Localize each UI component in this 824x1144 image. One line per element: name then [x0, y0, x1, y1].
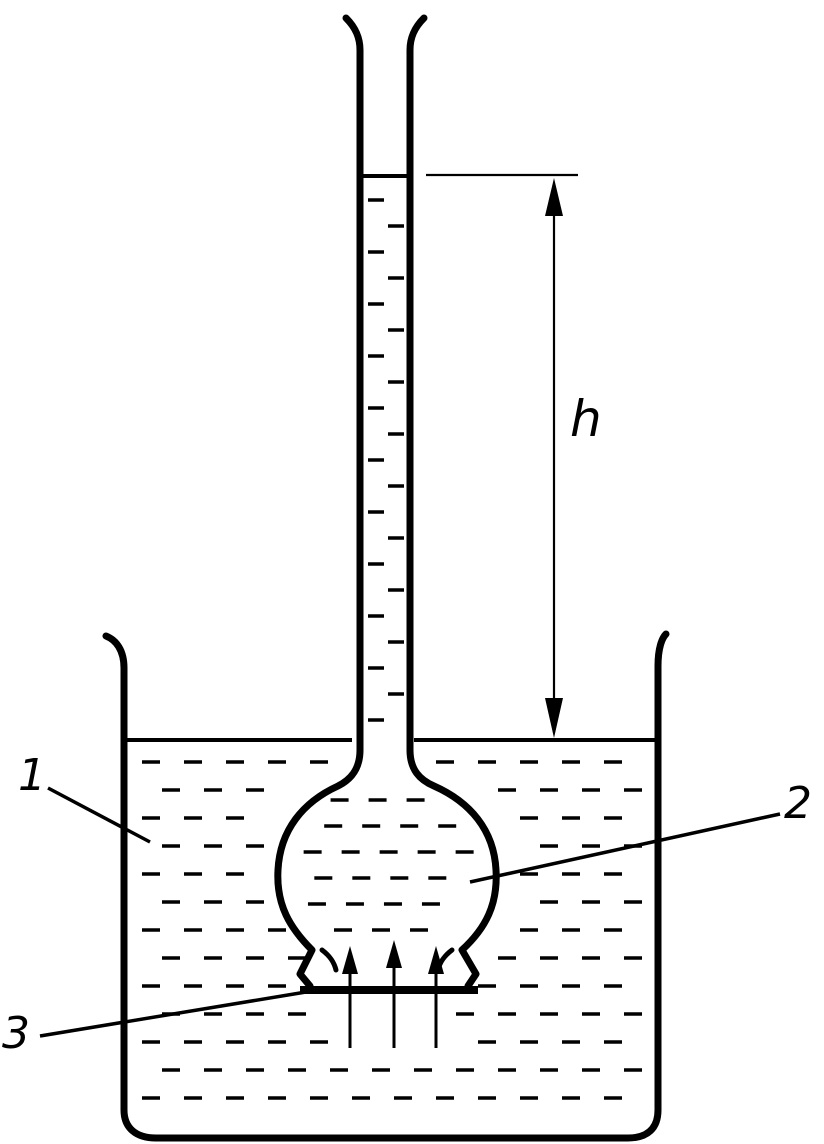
vessel — [102, 630, 670, 1142]
label-bulb: 2 — [784, 778, 812, 829]
height-dimension — [426, 173, 578, 738]
label-membrane: 3 — [2, 1008, 30, 1059]
bulb — [274, 14, 500, 990]
flow-arrow — [428, 946, 444, 1048]
label-vessel: 1 — [18, 750, 46, 801]
leader-line-3 — [39, 990, 307, 1038]
bulb-liquid — [303, 798, 474, 932]
label-height: h — [570, 390, 602, 448]
dimension-arrow-down — [545, 698, 563, 738]
leader-line-2 — [469, 812, 781, 884]
dimension-arrow-up — [545, 178, 563, 216]
outer-liquid — [142, 760, 642, 1100]
leader-line-1 — [47, 786, 151, 844]
tube-liquid — [368, 198, 404, 722]
flow-arrow — [342, 946, 358, 1048]
flow-arrow — [386, 940, 402, 1048]
flow-arrows — [342, 940, 444, 1048]
